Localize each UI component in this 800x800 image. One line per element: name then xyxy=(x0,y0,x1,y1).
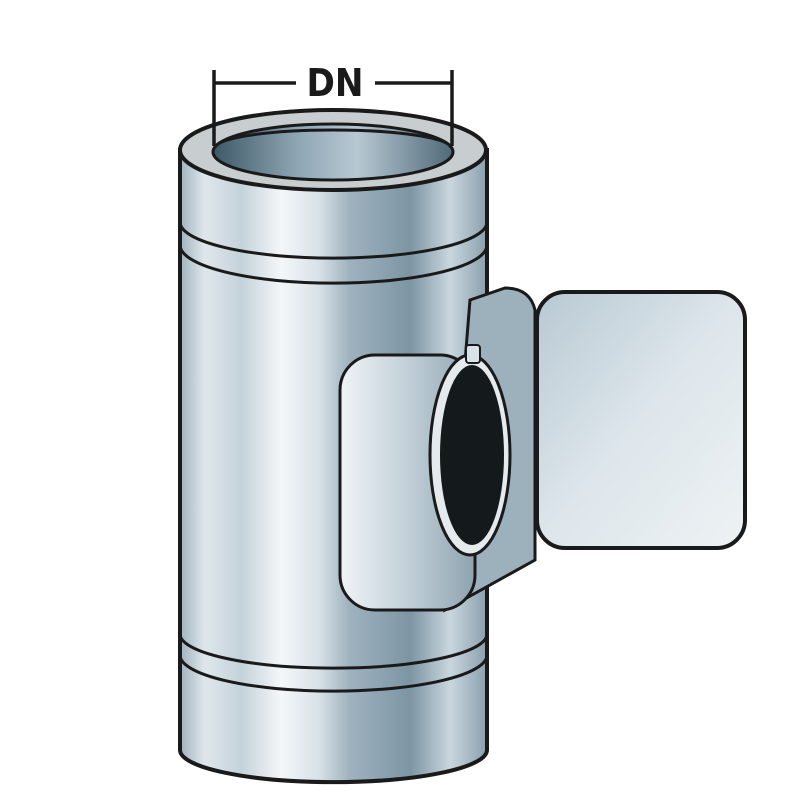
inspection-opening xyxy=(440,365,504,545)
dimension-dn xyxy=(212,70,454,146)
hinge-icon xyxy=(465,344,481,364)
inspection-branch xyxy=(338,286,537,613)
inspection-door xyxy=(535,290,747,550)
pipe-body xyxy=(178,148,489,785)
pipe-top-rim xyxy=(178,108,488,192)
dimension-label: DN xyxy=(307,61,364,105)
